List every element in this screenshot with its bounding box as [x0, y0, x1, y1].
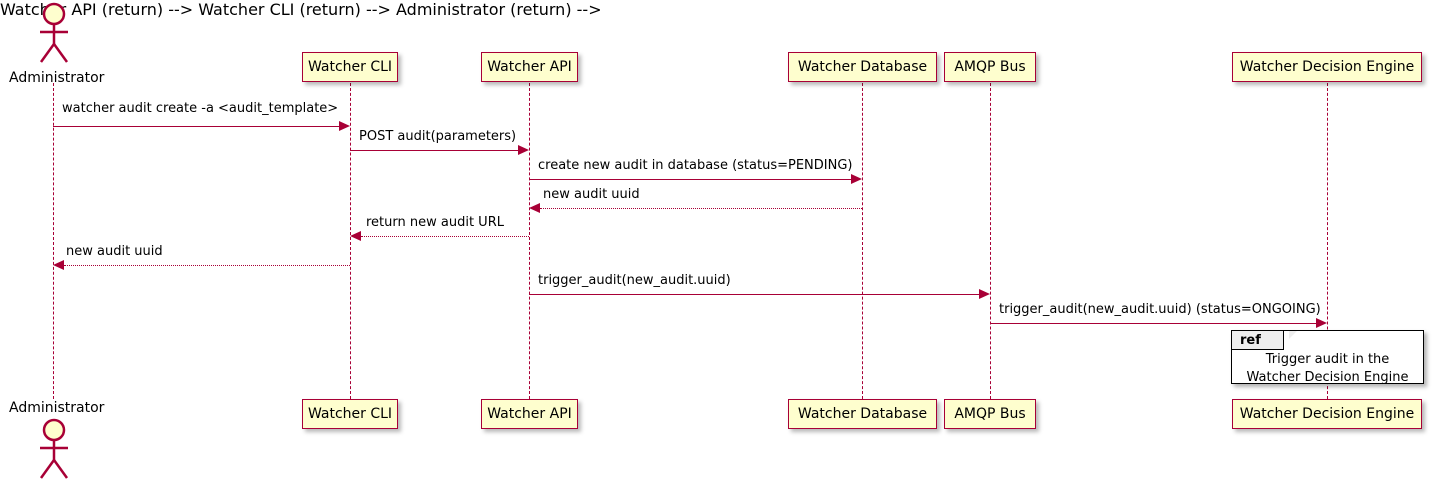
- message-line-7: [990, 323, 1316, 324]
- message-label-2: create new audit in database (status=PEN…: [538, 158, 853, 173]
- participant-decision-engine-bottom[interactable]: Watcher Decision Engine: [1232, 399, 1422, 429]
- message-line-3: [540, 208, 862, 209]
- message-arrowhead-4: [350, 231, 361, 241]
- participant-watcher-cli-bottom[interactable]: Watcher CLI: [302, 399, 398, 429]
- participant-label-watcher-api-bottom: Watcher API: [487, 406, 572, 422]
- message-arrowhead-3: [529, 203, 540, 213]
- participant-label-amqp-bus-top: AMQP Bus: [954, 59, 1026, 75]
- message-arrowhead-7: [1316, 318, 1327, 328]
- participant-amqp-bus-top[interactable]: AMQP Bus: [944, 52, 1036, 82]
- message-line-5: [64, 265, 350, 266]
- participant-label-administrator-bottom: Administrator: [9, 400, 105, 416]
- lifeline-watcher-api: [529, 83, 530, 399]
- participant-decision-engine-top[interactable]: Watcher Decision Engine: [1232, 52, 1422, 82]
- message-line-1: [350, 150, 518, 151]
- participant-label-decision-engine-top: Watcher Decision Engine: [1239, 59, 1415, 75]
- message-line-2: [529, 179, 851, 180]
- ref-fragment-line-1: Trigger audit in the: [1265, 352, 1390, 367]
- message-arrowhead-1: [518, 145, 529, 155]
- ref-fragment-tab: ref: [1232, 331, 1284, 350]
- participant-label-watcher-cli-bottom: Watcher CLI: [307, 406, 393, 422]
- avatar-administrator-bottom: [27, 418, 81, 484]
- participant-label-decision-engine-bottom: Watcher Decision Engine: [1239, 406, 1415, 422]
- ref-fragment: ref Trigger audit in the Watcher Decisio…: [1231, 330, 1424, 386]
- participant-label-watcher-database-top: Watcher Database: [797, 59, 928, 75]
- ref-fragment-line-2: Watcher Decision Engine: [1246, 369, 1409, 385]
- participant-label-watcher-cli-top: Watcher CLI: [307, 59, 393, 75]
- message-label-3: new audit uuid: [543, 187, 640, 202]
- participant-watcher-api-top[interactable]: Watcher API: [481, 52, 578, 82]
- message-line-6: [529, 294, 979, 295]
- participant-label-watcher-database-bottom: Watcher Database: [797, 406, 928, 422]
- participant-label-amqp-bus-bottom: AMQP Bus: [954, 406, 1026, 422]
- ref-fragment-tab-label: ref: [1240, 332, 1261, 348]
- message-label-4: return new audit URL: [366, 215, 504, 230]
- participant-watcher-cli-top[interactable]: Watcher CLI: [302, 52, 398, 82]
- message-arrowhead-2: [851, 174, 862, 184]
- message-line-0: [53, 126, 339, 127]
- message-arrowhead-5: [53, 260, 64, 270]
- ref-fragment-tab-corner-icon: [1289, 331, 1297, 339]
- lifeline-amqp-bus: [990, 83, 991, 399]
- message-arrowhead-6: [979, 289, 990, 299]
- avatar-administrator-top: [27, 2, 81, 68]
- lifeline-watcher-cli: [350, 83, 351, 399]
- message-label-5: new audit uuid: [66, 244, 163, 259]
- ref-fragment-body: Trigger audit in the Watcher Decision En…: [1232, 351, 1423, 386]
- message-label-1: POST audit(parameters): [359, 129, 517, 144]
- participant-label-watcher-api-top: Watcher API: [487, 59, 572, 75]
- message-arrowhead-0: [339, 121, 350, 131]
- participant-watcher-database-top[interactable]: Watcher Database: [788, 52, 937, 82]
- message-label-7: trigger_audit(new_audit.uuid) (status=ON…: [999, 302, 1321, 317]
- participant-label-administrator-top: Administrator: [9, 70, 105, 86]
- participant-amqp-bus-bottom[interactable]: AMQP Bus: [944, 399, 1036, 429]
- message-line-4: [361, 236, 529, 237]
- lifeline-administrator: [53, 83, 54, 399]
- participant-watcher-database-bottom[interactable]: Watcher Database: [788, 399, 937, 429]
- message-label-0: watcher audit create -a <audit_template>: [62, 101, 339, 116]
- lifeline-decision-engine: [1327, 83, 1328, 399]
- participant-watcher-api-bottom[interactable]: Watcher API: [481, 399, 578, 429]
- message-label-6: trigger_audit(new_audit.uuid): [538, 273, 731, 288]
- lifeline-watcher-database: [862, 83, 863, 399]
